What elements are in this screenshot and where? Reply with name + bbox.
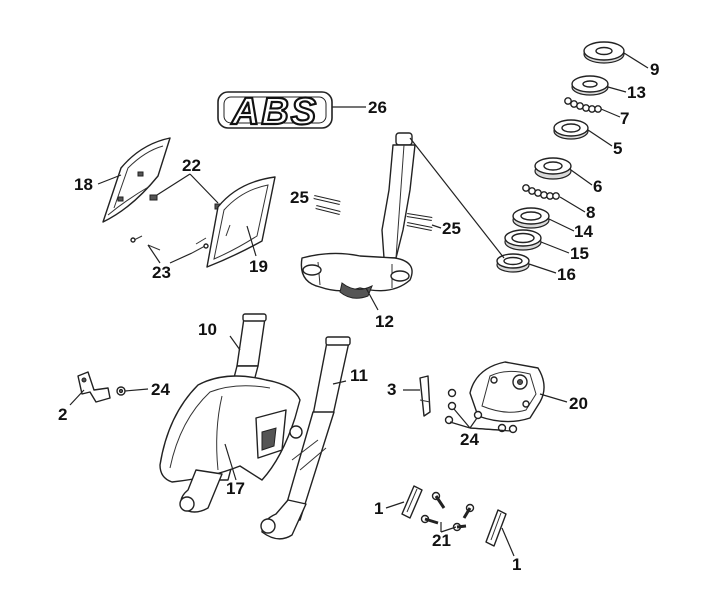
bearing-balls-upper: [564, 97, 602, 113]
callout-9: 9: [650, 60, 659, 79]
callout-3: 3: [387, 380, 396, 399]
callout-12: 12: [375, 312, 394, 331]
nut-22-a: [149, 194, 158, 201]
callout-24-left: 24: [151, 380, 170, 399]
callout-21: 21: [432, 531, 451, 550]
reflector-1-left: [401, 485, 423, 519]
bolts-21: [420, 491, 475, 532]
callout-14: 14: [574, 222, 593, 241]
callout-1-left: 1: [374, 499, 383, 518]
windscreen-19: [206, 176, 276, 268]
bolts-25-left: [313, 195, 341, 215]
callout-7: 7: [620, 109, 629, 128]
callout-17: 17: [226, 479, 245, 498]
callout-1-right: 1: [512, 555, 521, 574]
mount-plate-20: [469, 361, 545, 423]
callout-23: 23: [152, 263, 171, 282]
reflector-1-right: [485, 509, 507, 547]
callout-19: 19: [249, 257, 268, 276]
callout-22: 22: [182, 156, 201, 175]
callout-5: 5: [613, 139, 622, 158]
callout-16: 16: [557, 265, 576, 284]
callout-labels: 26 9 13 7 5 6 8 14 15 16 25 25 12 18 22 …: [58, 60, 659, 574]
bearing-balls-lower: [522, 184, 560, 200]
callout-11: 11: [350, 366, 368, 385]
front-fender-17: [159, 375, 303, 483]
callout-25-left: 25: [290, 188, 309, 207]
callout-20: 20: [569, 394, 588, 413]
bolts-25-right: [406, 213, 433, 231]
bracket-2: [77, 371, 111, 403]
callout-24-right: 24: [460, 430, 479, 449]
abs-badge-text: ABS: [231, 91, 318, 133]
callout-6: 6: [593, 177, 602, 196]
callout-15: 15: [570, 244, 589, 263]
bolt-24-left: [116, 386, 126, 396]
callout-2: 2: [58, 405, 67, 424]
steering-bearing-stack: [496, 41, 625, 273]
bezel-18: [102, 137, 171, 223]
screws-23: [130, 235, 209, 254]
bracket-3: [419, 375, 431, 417]
callout-25-right: 25: [442, 219, 461, 238]
abs-badge: ABS: [217, 90, 333, 134]
callout-8: 8: [586, 203, 595, 222]
fork-tube-11: [281, 336, 351, 521]
callout-18: 18: [74, 175, 93, 194]
callout-13: 13: [627, 83, 646, 102]
callout-26: 26: [368, 98, 387, 117]
callout-10: 10: [198, 320, 217, 339]
bolts-24-right: [444, 388, 518, 434]
fork-lowers: [179, 439, 327, 540]
steering-stem: [300, 132, 416, 299]
